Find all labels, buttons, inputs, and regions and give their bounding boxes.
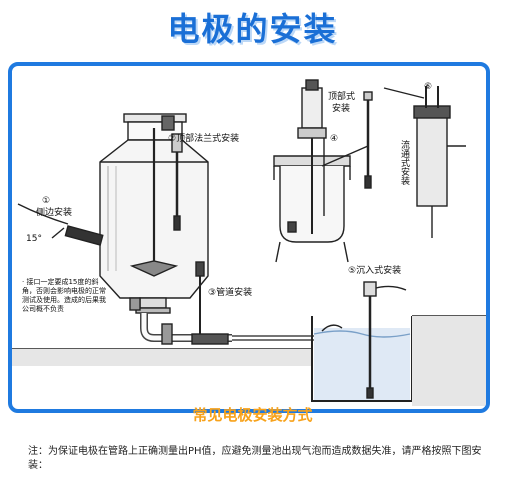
tank bbox=[99, 113, 209, 314]
number-4: ④ bbox=[330, 134, 339, 144]
flange-probe bbox=[171, 133, 183, 231]
top-mount-reactor bbox=[273, 79, 351, 263]
top-mount-label-a: 顶部式 bbox=[328, 92, 356, 102]
side-probe bbox=[17, 203, 104, 246]
flange-label: ②顶部法兰式安装 bbox=[168, 134, 240, 144]
flow-through-label: 流通式安装 bbox=[399, 140, 409, 185]
number-6: ⑥ bbox=[424, 82, 433, 92]
installation-diagram bbox=[12, 79, 486, 406]
side-number: ① bbox=[42, 196, 51, 206]
note-text: 注：为保证电极在管路上正确测量出PH值，应避免测量池出现气泡而造成数据失准，请严… bbox=[28, 446, 482, 471]
subtitle: 常见电极安装方式 bbox=[192, 406, 313, 424]
top-mount-label-b: 安装 bbox=[332, 104, 351, 114]
sink-label: ⑤沉入式安装 bbox=[348, 266, 402, 276]
pipe-line bbox=[129, 261, 332, 345]
page-title: 电极的安装 bbox=[167, 10, 338, 48]
warning-text: · 接口一定要成15度的斜角，否则会影响电极的正常测试及使用。造成的后果我公司概… bbox=[22, 278, 106, 313]
pipe-label: ③管道安装 bbox=[208, 288, 253, 298]
side-label: 侧边安装 bbox=[36, 208, 73, 218]
probe-4 bbox=[321, 91, 373, 189]
diagram-frame: ②顶部法兰式安装 ① 侧边安装 15° · 接口一定要成15度的斜角，否则会影响… bbox=[8, 62, 490, 413]
flow-cell bbox=[383, 86, 466, 238]
sink-tank bbox=[12, 281, 486, 406]
angle-label: 15° bbox=[26, 234, 42, 244]
